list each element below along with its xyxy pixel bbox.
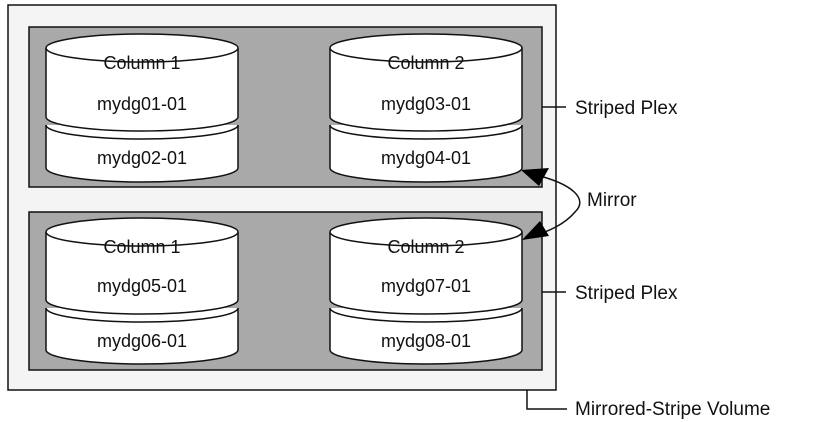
disk-separator — [329, 307, 523, 323]
subdisk-label: mydg03-01 — [381, 94, 471, 114]
column-title: Column 2 — [387, 53, 464, 73]
disk-separator — [45, 307, 239, 323]
disk-column-1: Column 1 mydg05-01 mydg06-01 — [45, 217, 239, 365]
striped-plex-1: Column 1 mydg01-01 mydg02-01 Column 2 my… — [28, 26, 543, 188]
disk-top — [329, 33, 523, 63]
disk-body-bottom — [329, 308, 523, 365]
volume-label: Mirrored-Stripe Volume — [575, 399, 770, 420]
plex-2-label: Striped Plex — [575, 283, 678, 304]
mirror-arrowhead-bottom — [522, 221, 549, 240]
disk-column-2: Column 2 mydg07-01 mydg08-01 — [329, 217, 523, 365]
disk-separator — [329, 124, 523, 140]
disk-top — [45, 33, 239, 63]
disk-body-bottom — [45, 308, 239, 365]
disk-top — [329, 217, 523, 247]
plex-1-label: Striped Plex — [575, 98, 678, 119]
disk-body-bottom — [329, 125, 523, 183]
volume-callout-line — [526, 390, 567, 410]
disk-body-top — [329, 232, 523, 315]
subdisk-label: mydg05-01 — [97, 276, 187, 296]
subdisk-label: mydg08-01 — [381, 331, 471, 351]
column-title: Column 1 — [103, 237, 180, 257]
disk-body-bottom — [45, 125, 239, 183]
column-title: Column 2 — [387, 237, 464, 257]
subdisk-label: mydg04-01 — [381, 148, 471, 168]
column-title: Column 1 — [103, 53, 180, 73]
mirror-connector — [521, 168, 581, 240]
mirror-curve — [531, 173, 581, 237]
disk-body-top — [45, 232, 239, 315]
disk-body-top — [45, 48, 239, 132]
subdisk-label: mydg07-01 — [381, 276, 471, 296]
subdisk-label: mydg02-01 — [97, 148, 187, 168]
subdisk-label: mydg01-01 — [97, 94, 187, 114]
subdisk-label: mydg06-01 — [97, 331, 187, 351]
mirror-label: Mirror — [587, 190, 637, 211]
disk-column-2: Column 2 mydg03-01 mydg04-01 — [329, 33, 523, 183]
disk-column-1: Column 1 mydg01-01 mydg02-01 — [45, 33, 239, 183]
mirror-arrowhead-top — [521, 168, 549, 186]
disk-separator — [45, 124, 239, 140]
striped-plex-2: Column 1 mydg05-01 mydg06-01 Column 2 my… — [28, 211, 543, 371]
disk-body-top — [329, 48, 523, 132]
disk-top — [45, 217, 239, 247]
